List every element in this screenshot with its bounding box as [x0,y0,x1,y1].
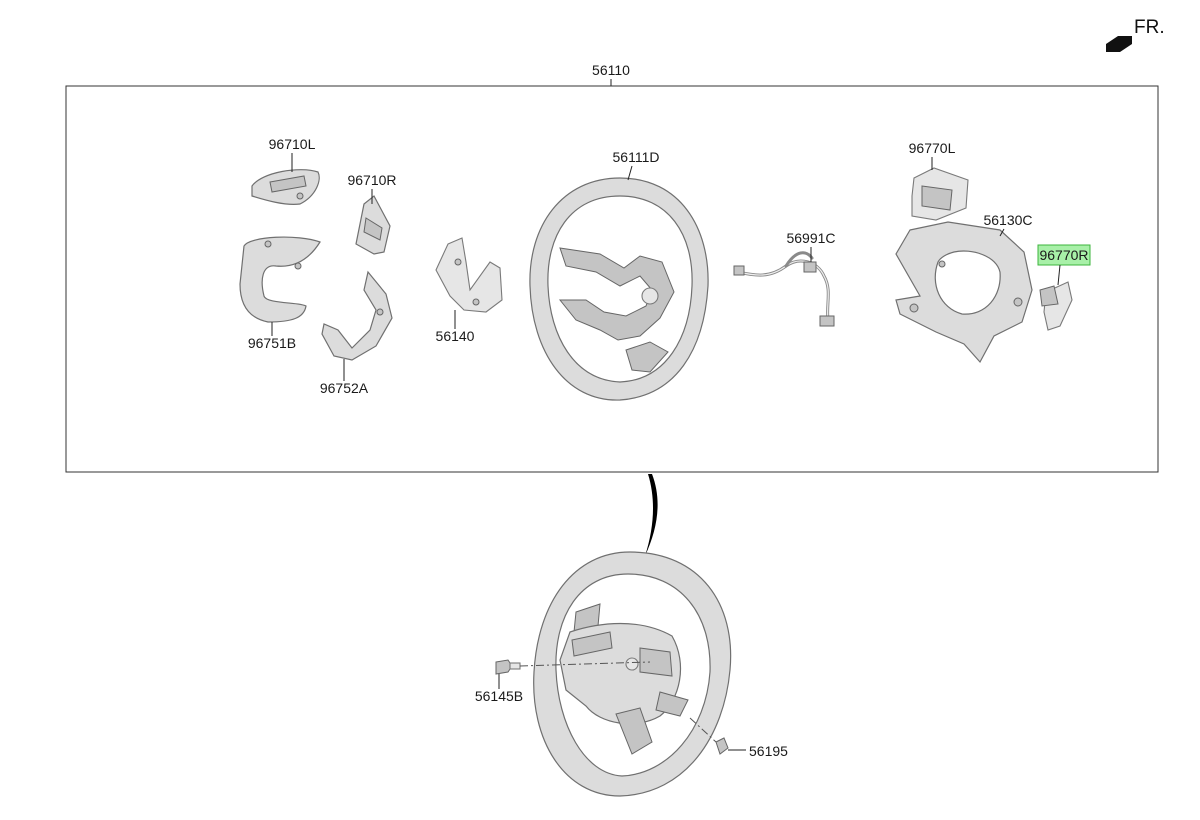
assembled-steering-wheel[interactable] [533,551,732,797]
part-96751B-bezel[interactable] [239,236,321,323]
part-56195-screw[interactable] [715,737,729,755]
part-label-56991C[interactable]: 56991C [786,230,835,246]
assembly-pointer [645,474,658,556]
leader-56111D [627,165,633,181]
part-96710L-switch[interactable] [251,169,320,205]
highlight-box-96770R [1037,244,1091,266]
part-56140-bracket[interactable] [435,237,503,313]
leader-56130C [999,228,1005,237]
part-56145B-bolt[interactable] [495,659,521,675]
assembly-frame [65,85,1159,473]
part-56111D-steering-wheel[interactable] [529,177,709,401]
front-direction-indicator: FR. [1106,17,1165,52]
part-label-56140[interactable]: 56140 [436,328,475,344]
part-label-96751B[interactable]: 96751B [248,335,296,351]
front-direction-label: FR. [1134,17,1165,38]
part-label-96770R[interactable]: 96770R [1039,247,1088,263]
part-label-56145B[interactable]: 56145B [475,688,523,704]
part-56991C-wiring-harness[interactable] [733,251,835,327]
front-arrow-icon [1106,36,1132,52]
part-label-56130C[interactable]: 56130C [983,212,1032,228]
part-label-96710R[interactable]: 96710R [347,172,396,188]
part-96752A-bezel[interactable] [321,270,393,361]
part-label-96710L[interactable]: 96710L [269,136,316,152]
part-label-96752A[interactable]: 96752A [320,380,369,396]
part-label-96770L[interactable]: 96770L [909,140,956,156]
leader-96770R [1057,264,1061,286]
part-label-56111D[interactable]: 56111D [613,149,660,165]
alignment-line-56145B [519,661,651,667]
part-96770R-paddle-shifter[interactable] [1039,281,1073,331]
assembly-number-label[interactable]: 56110 [592,62,630,78]
part-56130C-rear-cover[interactable] [895,221,1033,364]
part-label-56195[interactable]: 56195 [749,743,788,759]
part-96710R-switch[interactable] [355,195,391,255]
part-96770L-paddle-shifter[interactable] [911,167,969,221]
alignment-line-56195 [689,717,717,743]
